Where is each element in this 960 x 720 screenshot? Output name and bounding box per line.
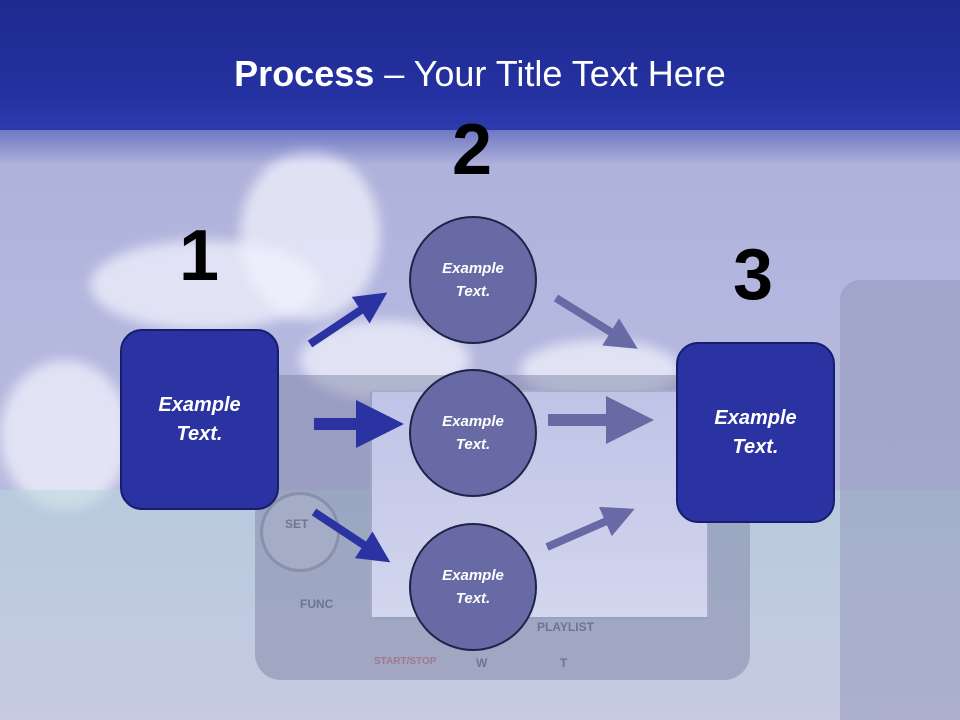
- step-2-top-text: Example Text.: [442, 260, 504, 300]
- title-bold: Process: [234, 53, 375, 94]
- step-number-1: 1: [178, 216, 220, 296]
- step-1-box: Example Text.: [120, 329, 279, 510]
- step-number-2: 2: [451, 110, 493, 190]
- camera-label-playlist: PLAYLIST: [537, 620, 594, 634]
- step-2-circle-bottom: Example Text.: [409, 523, 537, 651]
- step-1-text: Example Text.: [158, 393, 241, 445]
- slide-title: Process – Your Title Text Here: [0, 52, 960, 96]
- camera-label-set: SET: [285, 517, 309, 531]
- camera-label-t: T: [560, 656, 568, 670]
- camera-label-w: W: [476, 656, 488, 670]
- step-3-text: Example Text.: [714, 406, 797, 458]
- arrow-1-to-2-top: [307, 292, 388, 348]
- title-band: [0, 0, 960, 130]
- step-2-middle-text: Example Text.: [442, 413, 504, 453]
- camera-side: [840, 280, 960, 720]
- camera-label-start-stop: START/STOP: [374, 656, 437, 667]
- title-rest: – Your Title Text Here: [374, 53, 726, 94]
- arrow-1-to-2-bottom: [311, 508, 391, 563]
- step-2-bottom-text: Example Text.: [442, 567, 504, 607]
- step-number-3: 3: [732, 235, 774, 315]
- camera-label-func: FUNC: [300, 597, 334, 611]
- arrow-2-to-3-top: [553, 294, 638, 349]
- arrow-2-to-3-bottom: [545, 506, 635, 551]
- step-3-box: Example Text.: [676, 342, 835, 523]
- step-2-circle-top: Example Text.: [409, 216, 537, 344]
- step-2-circle-middle: Example Text.: [409, 369, 537, 497]
